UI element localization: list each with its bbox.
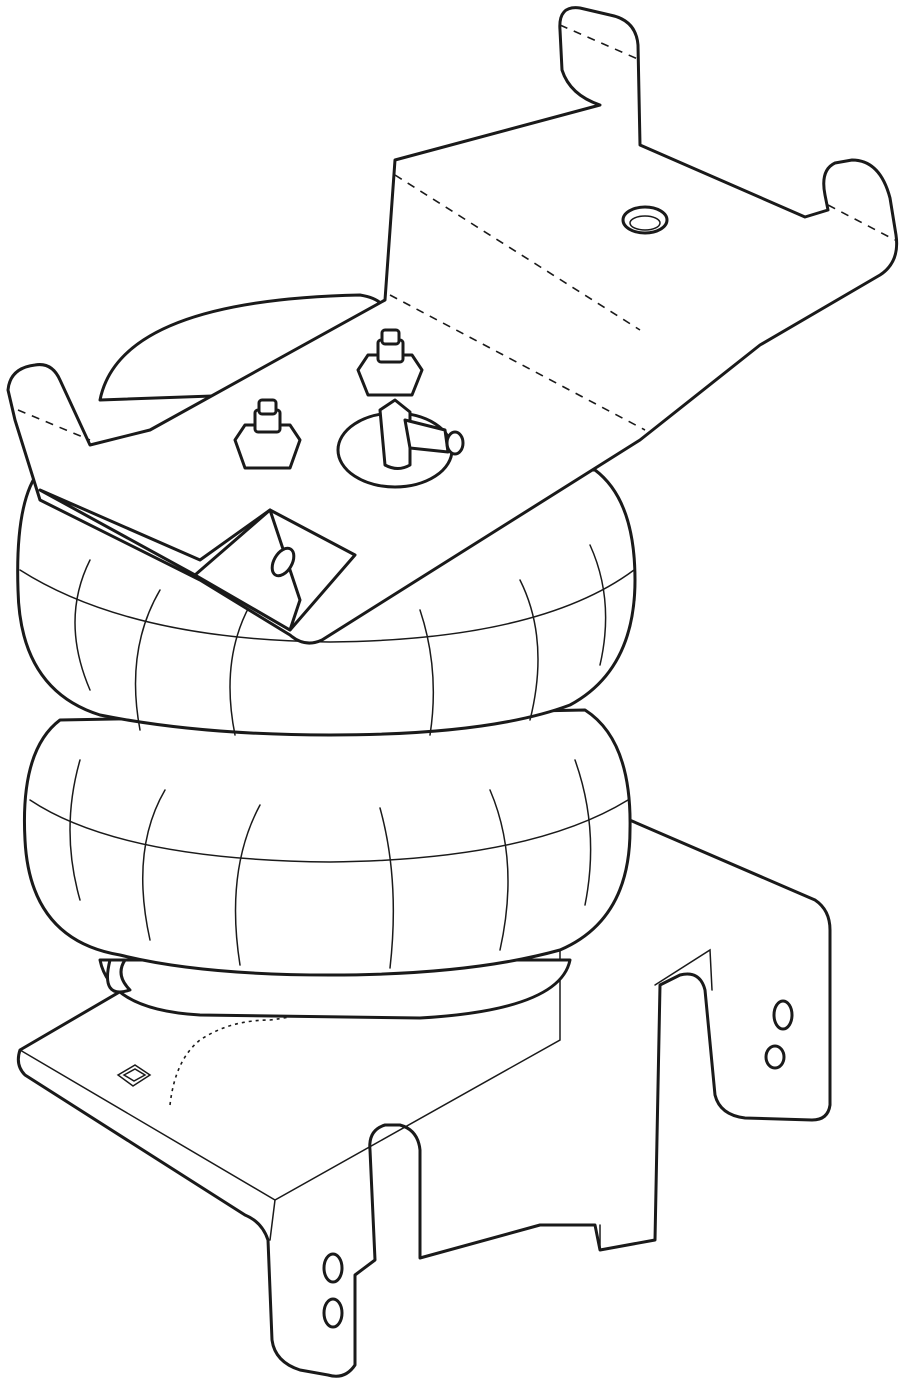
bolt-hole [322, 1297, 344, 1329]
bolt-hole [764, 1044, 786, 1070]
lower-bellow [22, 708, 632, 1020]
fasteners [233, 328, 465, 489]
square-hole [116, 1064, 152, 1087]
bolt-hole [322, 1252, 344, 1284]
bolt-hole [772, 999, 794, 1031]
air-valve-fitting [336, 398, 465, 489]
lower-bracket [16, 788, 832, 1378]
upper-bracket [6, 6, 899, 645]
bracket-hole [621, 205, 669, 235]
nut-right [356, 328, 424, 397]
slot-hole [270, 546, 296, 578]
nut-left [233, 398, 302, 470]
